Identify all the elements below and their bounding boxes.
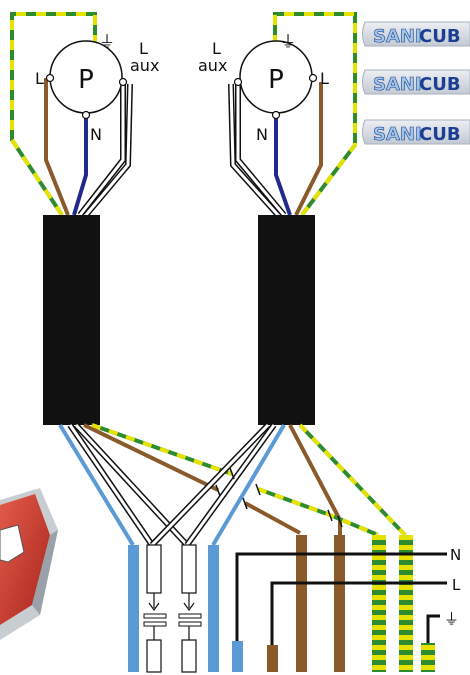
control-box-image [0, 488, 58, 640]
pump-right-label-L: L [320, 69, 329, 88]
pump-left-label-aux-bottom: aux [130, 56, 159, 75]
svg-text:CUB: CUB [419, 26, 461, 47]
pump-right-symbol: P [268, 65, 284, 95]
svg-text:SANI: SANI [373, 124, 422, 145]
pump-right-earth-symbol: ⏚ [280, 32, 296, 51]
terminal-neutral-left [128, 545, 139, 672]
svg-text:SANI: SANI [373, 26, 422, 47]
pump-right: P L N L aux ⏚ [198, 12, 357, 425]
brand-logo-1: SANI CUB [362, 21, 470, 47]
svg-text:CUB: CUB [419, 124, 461, 145]
brand-logo-3: SANI CUB [362, 119, 470, 145]
terminal-earth-right [399, 535, 413, 672]
terminal-live-right [334, 535, 345, 672]
svg-text:CUB: CUB [419, 74, 461, 95]
supply-label-N: N [450, 546, 461, 564]
pump-left-earth-symbol: ⏚ [99, 32, 115, 51]
terminal-earth-supply [421, 643, 435, 672]
pump-left-label-L: L [35, 69, 44, 88]
terminal-live-supply [267, 645, 278, 672]
pump-right-cable-sheath [258, 215, 315, 425]
svg-text:SANI: SANI [373, 74, 422, 95]
terminal-neutral-supply [232, 641, 243, 672]
terminal-earth-left [372, 535, 386, 672]
pump-right-label-N: N [256, 125, 268, 144]
terminal-live-left [296, 535, 307, 672]
supply-label-L: L [452, 576, 461, 594]
pump-right-label-aux-top: L [212, 39, 221, 58]
pump-left-label-aux-top: L [139, 39, 148, 58]
brand-logo-2: SANI CUB [362, 69, 470, 95]
pump-left-symbol: P [78, 65, 94, 95]
fanned-wires [58, 422, 407, 548]
pump-left-cable-sheath [43, 215, 100, 425]
supply-lines: N L ⏚ [235, 546, 461, 645]
terminal-block [128, 535, 435, 673]
pump-right-label-aux-bottom: aux [198, 56, 227, 75]
pump-left: P L N L aux ⏚ [10, 12, 159, 425]
terminal-neutral-right [208, 545, 219, 672]
supply-label-earth: ⏚ [444, 610, 459, 628]
pump-left-label-N: N [90, 125, 102, 144]
